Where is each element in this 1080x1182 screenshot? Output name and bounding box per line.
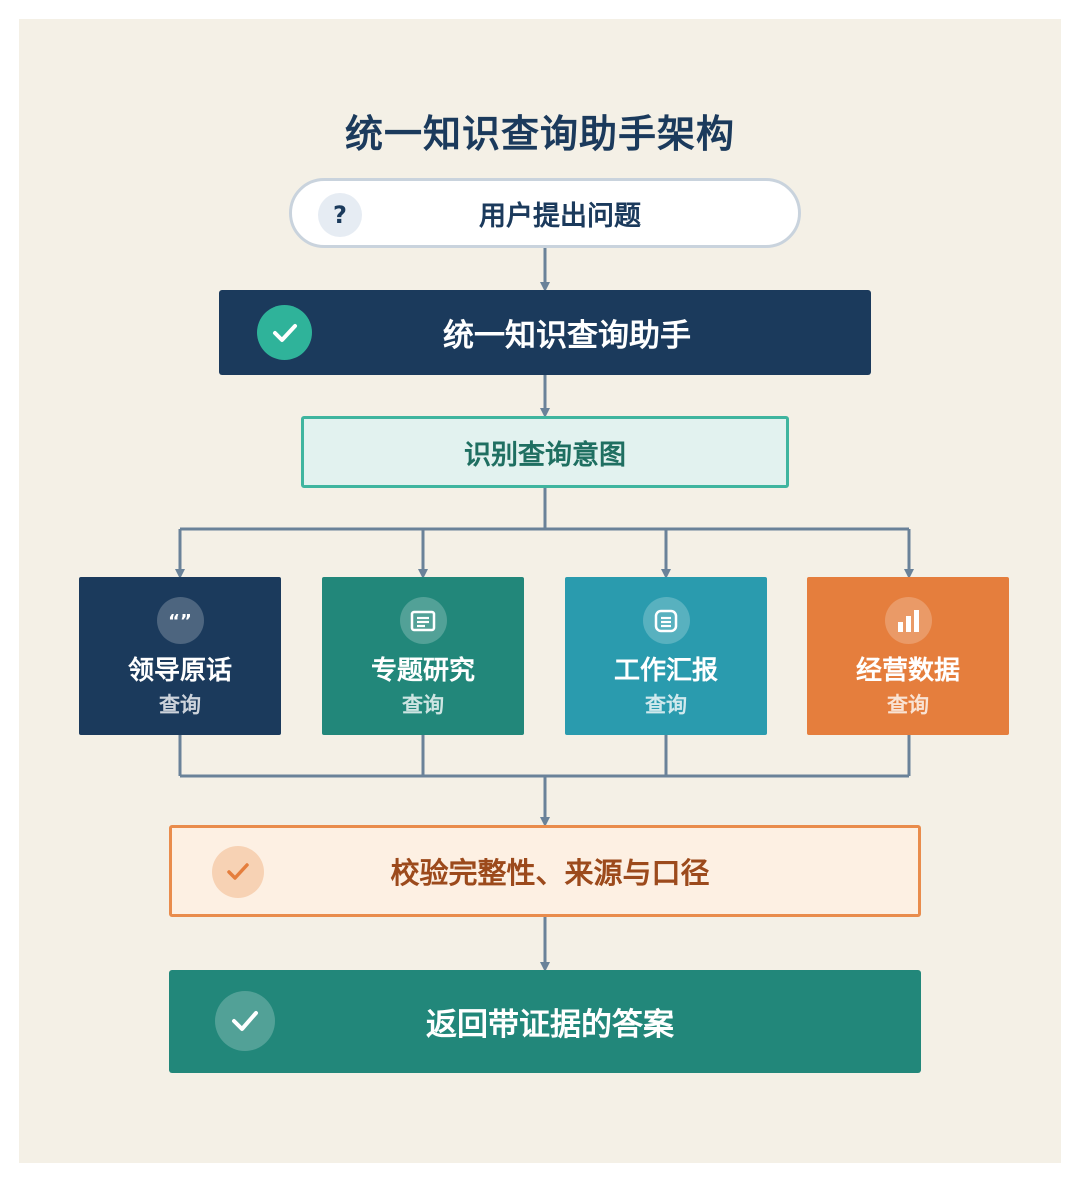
start-node-label: 用户提出问题 xyxy=(479,200,641,232)
category-card-operating-data: 经营数据 查询 xyxy=(807,577,1009,735)
card-subtitle: 查询 xyxy=(402,693,444,717)
start-node: ? 用户提出问题 xyxy=(289,178,801,248)
diagram-title: 统一知识查询助手架构 xyxy=(344,112,735,156)
document-icon xyxy=(399,597,447,644)
bar-chart-icon xyxy=(884,597,932,644)
assistant-node: 统一知识查询助手 xyxy=(219,290,871,375)
card-subtitle: 查询 xyxy=(159,693,201,717)
verify-node: 校验完整性、来源与口径 xyxy=(169,825,921,917)
category-card-work-report: 工作汇报 查询 xyxy=(565,577,767,735)
verify-node-label: 校验完整性、来源与口径 xyxy=(390,856,710,890)
intent-node-label: 识别查询意图 xyxy=(464,439,626,471)
answer-node: 返回带证据的答案 xyxy=(169,970,921,1073)
answer-node-label: 返回带证据的答案 xyxy=(426,1007,674,1043)
check-icon xyxy=(215,991,275,1051)
diagram-canvas: 统一知识查询助手架构 ? 用户提出问题 xyxy=(19,19,1061,1163)
quote-icon: “” xyxy=(156,597,204,644)
category-card-leader-quotes: “” 领导原话 查询 xyxy=(79,577,281,735)
intent-node: 识别查询意图 xyxy=(301,416,789,488)
card-title: 领导原话 xyxy=(127,656,232,686)
assistant-node-label: 统一知识查询助手 xyxy=(443,318,691,354)
svg-text:“”: “” xyxy=(168,613,192,629)
card-title: 经营数据 xyxy=(855,656,960,686)
card-title: 专题研究 xyxy=(370,656,475,686)
list-icon xyxy=(642,597,690,644)
question-icon: ? xyxy=(318,193,362,237)
card-title: 工作汇报 xyxy=(613,656,718,686)
category-card-research: 专题研究 查询 xyxy=(322,577,524,735)
check-icon xyxy=(257,305,312,360)
card-subtitle: 查询 xyxy=(887,693,929,717)
card-subtitle: 查询 xyxy=(645,693,687,717)
check-icon xyxy=(212,846,264,898)
connector-lines xyxy=(175,248,914,972)
